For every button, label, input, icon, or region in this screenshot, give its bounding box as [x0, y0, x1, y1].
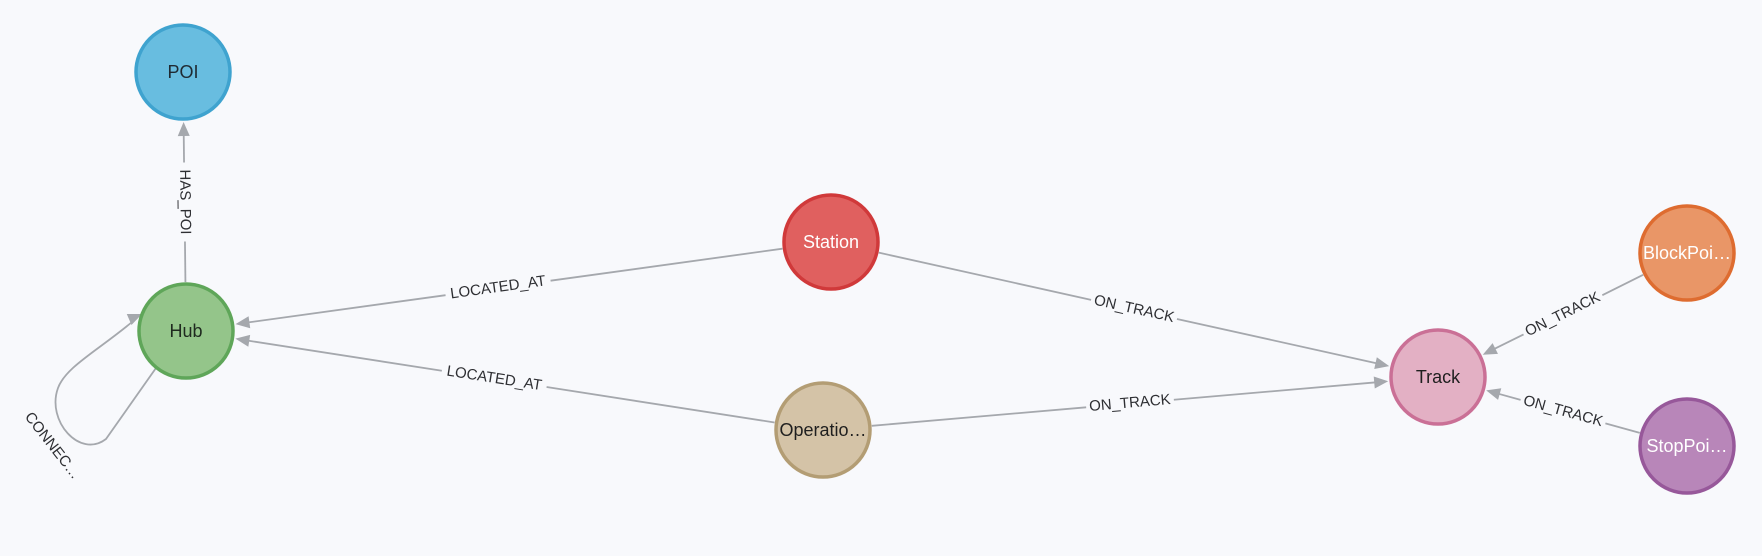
- relationship-line[interactable]: [1601, 274, 1644, 296]
- node-poi[interactable]: POI: [134, 23, 232, 121]
- rel-station-on-track[interactable]: ON_TRACK: [878, 251, 1390, 369]
- relationship-line[interactable]: [247, 294, 446, 324]
- rel-hub-has-poi[interactable]: HAS_POI: [176, 121, 194, 283]
- node-operatio[interactable]: Operatio…: [774, 381, 872, 479]
- rel-stoppoi-on-track[interactable]: ON_TRACK: [1486, 388, 1641, 434]
- relationship-label: ON_TRACK: [1092, 292, 1175, 326]
- arrowhead-icon: [126, 314, 142, 326]
- arrowhead-icon: [1482, 343, 1498, 355]
- node-circle[interactable]: [782, 193, 880, 291]
- relationship-line[interactable]: [1493, 333, 1524, 351]
- arrowhead-icon: [235, 334, 251, 347]
- rel-station-located-at-hub[interactable]: LOCATED_AT: [235, 247, 783, 329]
- relationship-line[interactable]: [247, 339, 442, 372]
- arrowhead-icon: [1486, 388, 1502, 400]
- relationship-line[interactable]: [878, 251, 1092, 301]
- node-circle[interactable]: [1638, 397, 1736, 495]
- node-station[interactable]: Station: [782, 193, 880, 291]
- arrowhead-icon: [1373, 376, 1389, 389]
- relationship-line[interactable]: [1176, 318, 1378, 365]
- rel-operatio-located-at-hub[interactable]: LOCATED_AT: [235, 334, 775, 424]
- relationship-label: LOCATED_AT: [449, 272, 547, 302]
- relationship-line[interactable]: [54, 316, 157, 446]
- node-circle[interactable]: [774, 381, 872, 479]
- relationship-label: ON_TRACK: [1521, 392, 1604, 430]
- relationship-label: ON_TRACK: [1089, 391, 1172, 415]
- arrowhead-icon: [177, 121, 190, 137]
- node-circle[interactable]: [137, 282, 235, 380]
- rel-hub-connec-self[interactable]: CONNEC…: [21, 314, 157, 483]
- node-caption: Hub: [169, 321, 202, 341]
- arrowhead-icon: [235, 316, 251, 329]
- node-circle[interactable]: [1638, 204, 1736, 302]
- node-stoppoi[interactable]: StopPoi…: [1638, 397, 1736, 495]
- node-track[interactable]: Track: [1389, 328, 1487, 426]
- node-caption: StopPoi…: [1646, 436, 1727, 456]
- rel-operatio-on-track[interactable]: ON_TRACK: [871, 376, 1389, 427]
- relationship-line[interactable]: [1605, 422, 1641, 434]
- node-circle[interactable]: [1389, 328, 1487, 426]
- relationship-line[interactable]: [1497, 392, 1521, 401]
- node-caption: Station: [803, 232, 859, 252]
- arrowhead-icon: [1374, 357, 1390, 369]
- node-blockpoi[interactable]: BlockPoi…: [1638, 204, 1736, 302]
- node-circle[interactable]: [134, 23, 232, 121]
- relationship-label: LOCATED_AT: [445, 363, 543, 395]
- node-caption: POI: [167, 62, 198, 82]
- node-hub[interactable]: Hub: [137, 282, 235, 380]
- node-caption: Operatio…: [779, 420, 866, 440]
- rel-blockpoi-on-track[interactable]: ON_TRACK: [1482, 274, 1644, 355]
- node-caption: BlockPoi…: [1643, 243, 1731, 263]
- relationship-line[interactable]: [546, 386, 775, 424]
- relationship-label: ON_TRACK: [1522, 288, 1603, 340]
- relationship-label: HAS_POI: [176, 169, 194, 234]
- relationship-line[interactable]: [1173, 381, 1377, 401]
- relationship-line[interactable]: [871, 406, 1087, 427]
- node-caption: Track: [1416, 367, 1461, 387]
- relationship-line[interactable]: [550, 247, 783, 282]
- relationship-label: CONNEC…: [21, 409, 84, 483]
